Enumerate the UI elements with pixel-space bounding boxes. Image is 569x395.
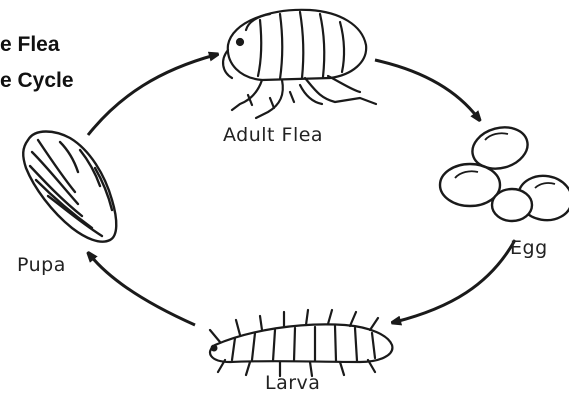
stage-label-larva: Larva <box>265 372 320 394</box>
adult-flea-illustration <box>223 10 376 118</box>
stage-label-egg: Egg <box>510 237 548 259</box>
larva-illustration <box>210 310 392 376</box>
stage-label-adult: Adult Flea <box>223 124 323 146</box>
arrow-egg-to-larva <box>395 240 515 322</box>
pupa-illustration <box>23 132 116 242</box>
egg-cluster-illustration <box>440 121 569 224</box>
arrow-adult-to-egg <box>375 60 478 118</box>
arrow-larva-to-pupa <box>90 255 195 325</box>
arrow-pupa-to-adult <box>88 55 215 135</box>
stage-label-pupa: Pupa <box>17 254 66 276</box>
